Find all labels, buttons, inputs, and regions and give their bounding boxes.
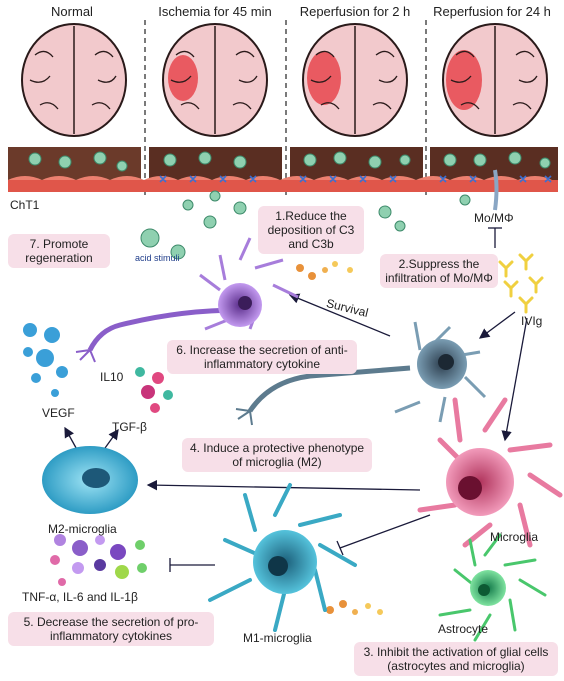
arrows bbox=[64, 227, 528, 572]
vegf-label: VEGF bbox=[42, 406, 75, 420]
astrocyte-label: Astrocyte bbox=[438, 622, 489, 636]
ivig-label: IVIg bbox=[521, 314, 543, 328]
step-3-box: 3. Inhibit the activation of glial cells… bbox=[354, 642, 558, 676]
brain-ischemia bbox=[162, 23, 268, 137]
step-2-box: 2.Suppress the infiltration of Mo/MΦ bbox=[380, 254, 498, 288]
brain-reperfusion-2h bbox=[302, 23, 408, 137]
m1-microglia-cell bbox=[208, 483, 357, 632]
step-6-box: 6. Increase the secretion of anti-inflam… bbox=[167, 340, 357, 374]
pro-inflammatory-spheres bbox=[50, 534, 147, 586]
m2-microglia-cell bbox=[42, 446, 138, 514]
m1-microglia-label: M1-microglia bbox=[243, 631, 312, 645]
step-1-box: 1.Reduce the deposition of C3 and C3b bbox=[258, 206, 364, 254]
step-5-box: 5. Decrease the secretion of pro-inflamm… bbox=[8, 612, 214, 646]
step-7-box: 7. Promote regeneration bbox=[8, 234, 110, 268]
acid-stimuli-label: acid stimuli bbox=[135, 253, 180, 263]
mo-mphi-label: Mo/MΦ bbox=[474, 211, 514, 225]
ivig-antibodies bbox=[498, 253, 544, 314]
tgfb-label: TGF-β bbox=[112, 420, 147, 434]
brain-reperfusion-24h bbox=[442, 23, 548, 137]
microglia-label: Microglia bbox=[490, 530, 539, 544]
header-normal: Normal bbox=[51, 4, 93, 19]
tgfb-spheres bbox=[135, 367, 173, 413]
step-4-box: 4. Induce a protective phenotype of micr… bbox=[182, 438, 372, 472]
slate-neuron bbox=[235, 321, 487, 426]
astrocyte-cell bbox=[438, 533, 547, 642]
orange-particles bbox=[296, 261, 383, 615]
header-reperfusion-24h: Reperfusion for 24 h bbox=[433, 4, 551, 19]
microglia-cell bbox=[417, 397, 563, 548]
cytokines-label: TNF-α, IL-6 and IL-1β bbox=[22, 590, 138, 604]
m2-microglia-label: M2-microglia bbox=[48, 522, 117, 536]
header-ischemia: Ischemia for 45 min bbox=[158, 4, 272, 19]
purple-neuron bbox=[75, 237, 299, 363]
brain-normal bbox=[21, 23, 127, 137]
il10-label: IL10 bbox=[100, 370, 124, 384]
cht1-label: ChT1 bbox=[10, 198, 40, 212]
il10-spheres bbox=[23, 323, 68, 397]
header-reperfusion-2h: Reperfusion for 2 h bbox=[299, 4, 411, 19]
ivig-particles bbox=[28, 151, 551, 260]
